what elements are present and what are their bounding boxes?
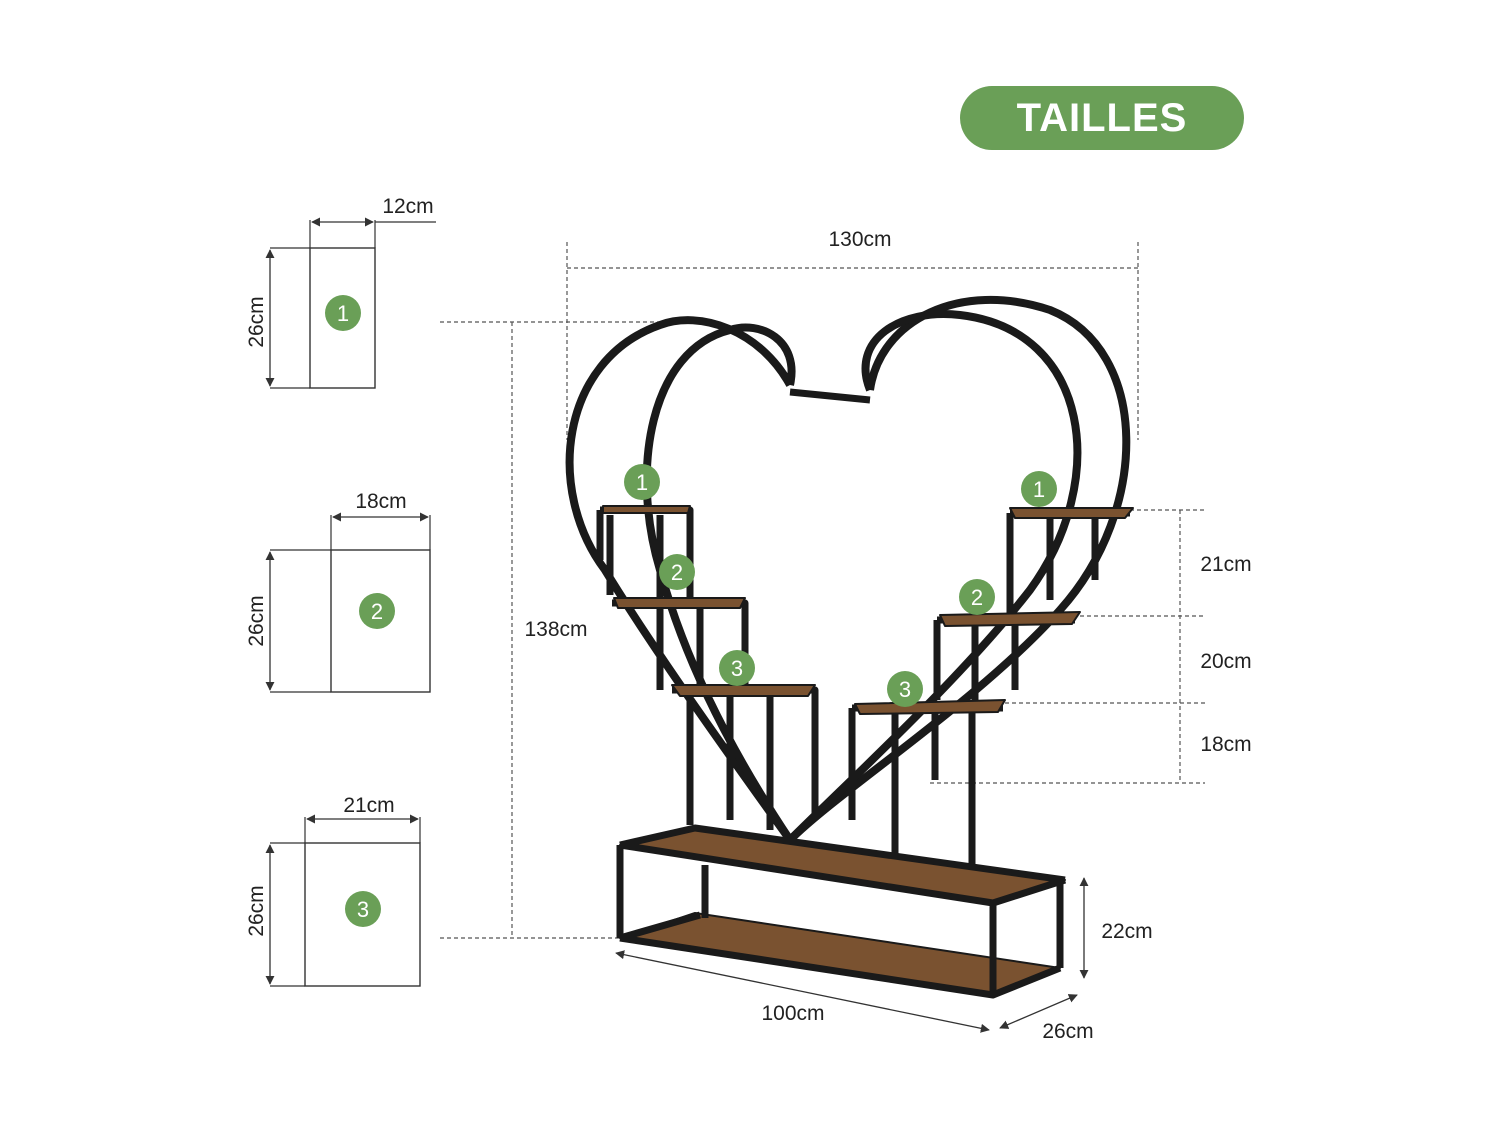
box-height-label: 26cm xyxy=(245,595,268,646)
box-height-label: 26cm xyxy=(245,296,268,347)
base-frame xyxy=(616,824,1067,999)
number-badge-label: 2 xyxy=(671,560,683,585)
right-shelf-3 xyxy=(854,699,1006,715)
shelf-number-badges: 1 2 3 1 2 3 xyxy=(624,464,1057,707)
left-shelf-1 xyxy=(602,505,691,514)
number-badge-label: 3 xyxy=(731,656,743,681)
right-shelf-1 xyxy=(1009,507,1134,519)
number-badge xyxy=(325,295,361,331)
number-badge xyxy=(959,579,995,615)
number-badge xyxy=(1021,471,1057,507)
base-depth-label: 26cm xyxy=(1042,1020,1093,1043)
shelf-box-1: 12cm 26cm 1 xyxy=(245,195,436,389)
base-height-label: 22cm xyxy=(1101,920,1152,943)
tier-3-spacing-label: 18cm xyxy=(1200,733,1251,756)
number-badge xyxy=(887,671,923,707)
number-badge xyxy=(359,593,395,629)
number-badge-label: 2 xyxy=(371,599,383,624)
heart-shelf-unit xyxy=(565,296,1134,999)
box-width-label: 21cm xyxy=(343,794,394,817)
box-outline xyxy=(330,549,431,693)
box-height-label: 26cm xyxy=(245,885,268,936)
base-depth-arrow xyxy=(999,994,1078,1029)
left-shelf-2 xyxy=(613,597,746,609)
left-step-3-frame xyxy=(672,686,819,830)
number-badge-label: 1 xyxy=(337,301,349,326)
box-width-label: 12cm xyxy=(382,195,433,218)
left-step-1-frame xyxy=(596,506,694,600)
overall-width-label: 130cm xyxy=(828,228,891,251)
left-shelf-3 xyxy=(671,684,816,697)
overall-height-label: 138cm xyxy=(524,618,587,641)
number-badge xyxy=(659,554,695,590)
base-top-shelf xyxy=(619,827,1066,904)
number-badge-label: 1 xyxy=(636,470,648,495)
title-badge: TAILLES xyxy=(960,86,1244,150)
base-length-arrow xyxy=(615,950,990,1033)
number-badge-label: 3 xyxy=(899,677,911,702)
box-outline xyxy=(309,247,376,389)
tier-1-spacing-label: 21cm xyxy=(1200,553,1251,576)
box-outline xyxy=(304,842,421,987)
base-dimensions: 22cm 100cm 26cm xyxy=(615,877,1153,1043)
top-crossbar xyxy=(789,388,871,404)
number-badge-label: 3 xyxy=(357,897,369,922)
number-badge xyxy=(624,464,660,500)
overall-height-dimension: 138cm xyxy=(440,321,680,939)
number-badge-label: 1 xyxy=(1033,477,1045,502)
base-length-label: 100cm xyxy=(761,1002,824,1025)
shelf-box-2: 18cm 26cm 2 xyxy=(245,490,431,693)
right-shelf-2 xyxy=(939,611,1081,627)
overall-width-dimension: 130cm xyxy=(566,228,1139,440)
box-width-label: 18cm xyxy=(355,490,406,513)
number-badge-label: 2 xyxy=(971,585,983,610)
shelf-box-3: 21cm 26cm 3 xyxy=(245,794,421,987)
tier-spacing-dimensions: 21cm 20cm 18cm xyxy=(930,509,1252,784)
inner-heart-frame xyxy=(642,310,1082,844)
number-badge xyxy=(345,891,381,927)
tier-2-spacing-label: 20cm xyxy=(1200,650,1251,673)
number-badge xyxy=(719,650,755,686)
